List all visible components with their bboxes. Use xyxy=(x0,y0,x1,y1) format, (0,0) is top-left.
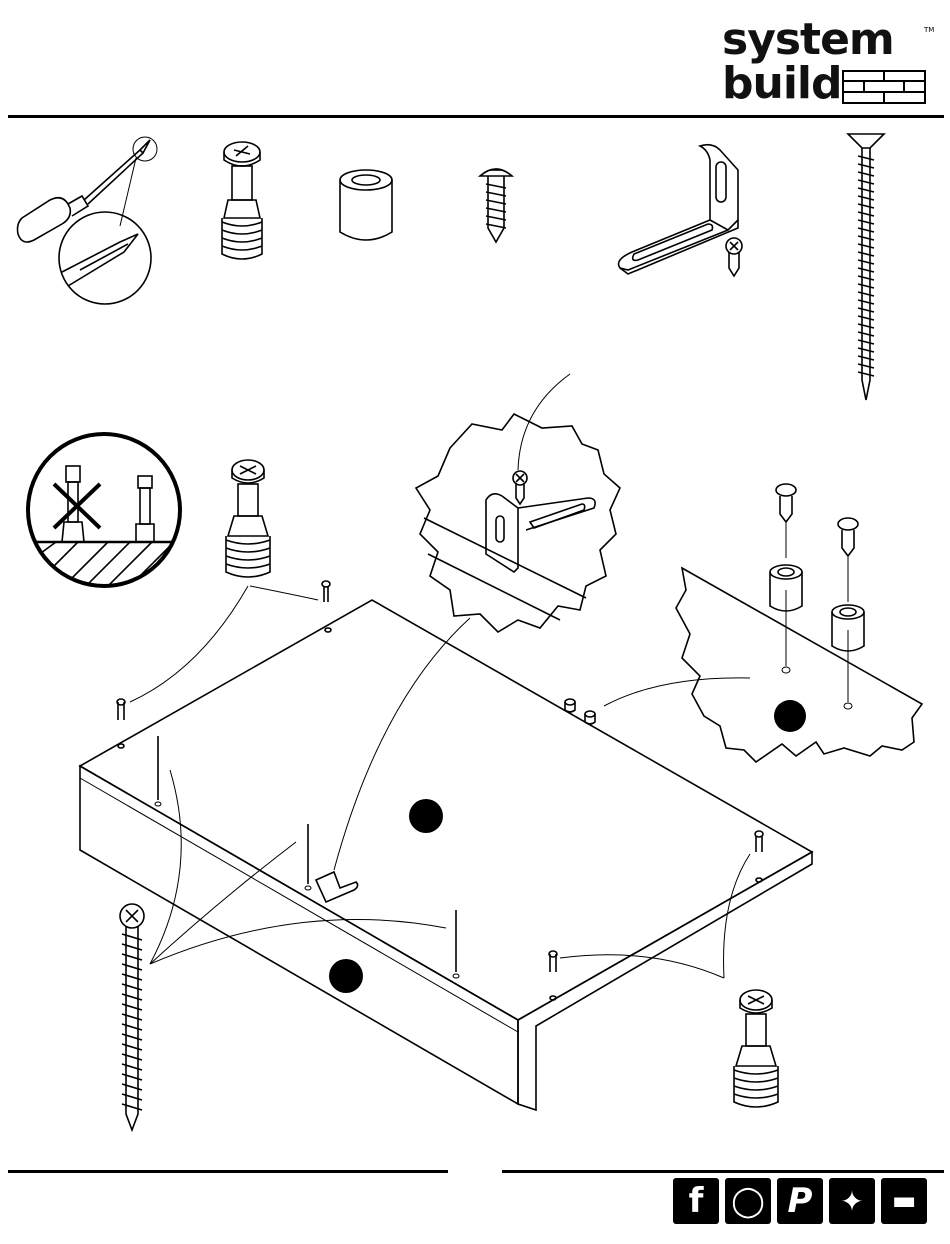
long-screw-callout-icon xyxy=(112,904,152,1134)
brick-logo-icon xyxy=(842,70,926,104)
spacer-sleeve-icon xyxy=(336,168,396,248)
screwdriver-icon xyxy=(10,130,160,305)
cam-bolt-icon xyxy=(212,138,272,270)
social-links: f ◯ P ✦ ▬ xyxy=(673,1178,927,1224)
bottom-rule-left xyxy=(8,1170,448,1173)
pinterest-icon[interactable]: P xyxy=(777,1178,823,1224)
bottom-rule-right xyxy=(502,1170,944,1173)
short-screw-icon xyxy=(476,162,516,244)
brand-line-1: system xyxy=(722,18,894,62)
l-bracket-icon xyxy=(610,140,760,280)
brand-line-2: build xyxy=(722,62,841,106)
instagram-icon[interactable]: ◯ xyxy=(725,1178,771,1224)
brand-logo: system build TM xyxy=(722,18,932,110)
wrong-way-detail-icon xyxy=(26,424,186,604)
youtube-icon[interactable]: ▬ xyxy=(881,1178,927,1224)
facebook-icon[interactable]: f xyxy=(673,1178,719,1224)
trademark-mark: TM xyxy=(924,26,934,34)
cam-bolt-lower-callout-icon xyxy=(724,986,794,1116)
long-screw-icon xyxy=(846,132,886,404)
cam-bolt-callout-icon xyxy=(214,456,284,586)
twitter-icon[interactable]: ✦ xyxy=(829,1178,875,1224)
top-rule xyxy=(8,115,944,118)
